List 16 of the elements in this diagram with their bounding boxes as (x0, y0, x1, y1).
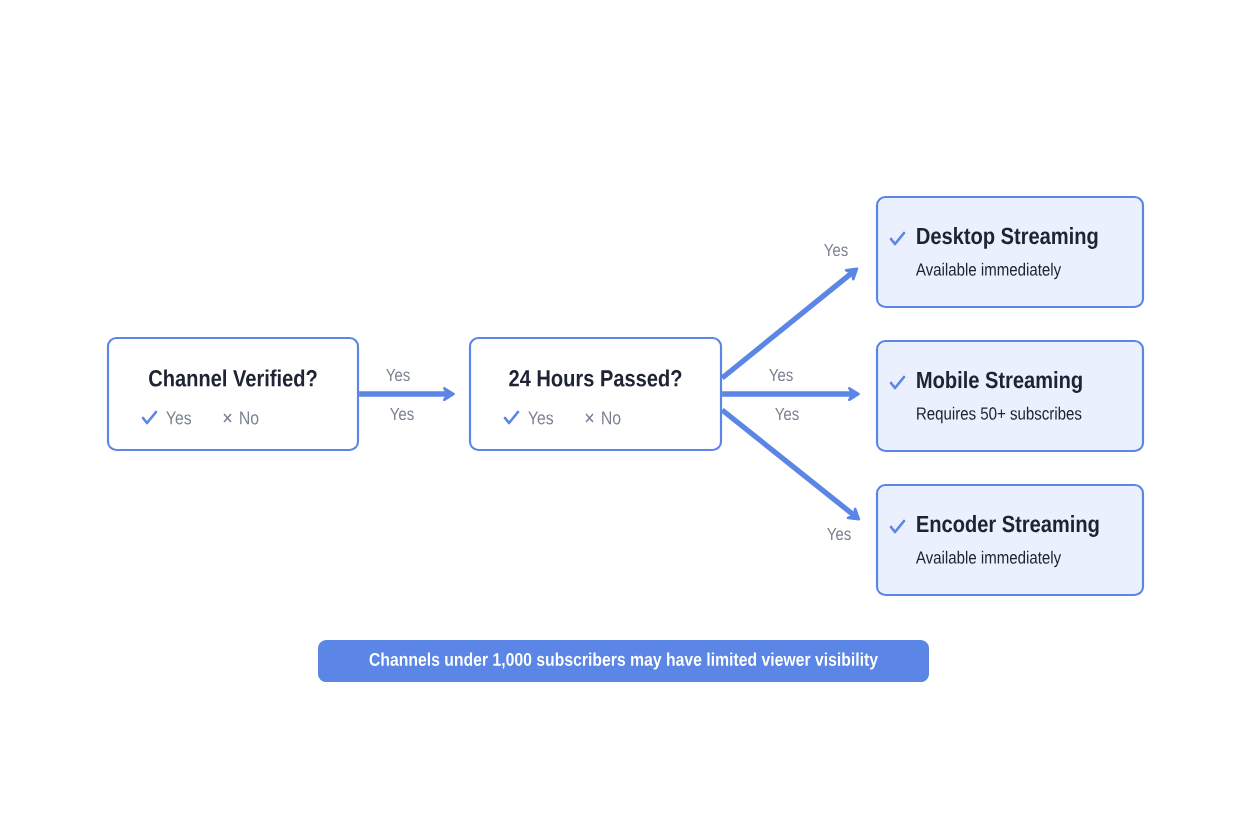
branch-label: Yes (775, 407, 799, 421)
decision-box: Channel Verified? Yes No (106, 336, 360, 452)
edge-label: Yes (824, 243, 848, 257)
arrow (720, 407, 861, 521)
arrow (359, 386, 455, 402)
arrow (720, 267, 859, 381)
result-box: Encoder Streaming Available immediately (875, 483, 1145, 597)
decision-box: 24 Hours Passed? Yes No (468, 336, 723, 452)
edge-label: Yes (386, 368, 410, 382)
arrow (722, 386, 860, 402)
result-box: Desktop Streaming Available immediately (875, 195, 1145, 309)
edge-label: Yes (769, 368, 793, 382)
note-banner: Channels under 1,000 subscribers may have limited viewer visibility (318, 640, 929, 682)
edge-label: Yes (827, 527, 851, 541)
result-box: Mobile Streaming Requires 50+ subscribes (875, 339, 1145, 453)
branch-label: Yes (390, 407, 414, 421)
